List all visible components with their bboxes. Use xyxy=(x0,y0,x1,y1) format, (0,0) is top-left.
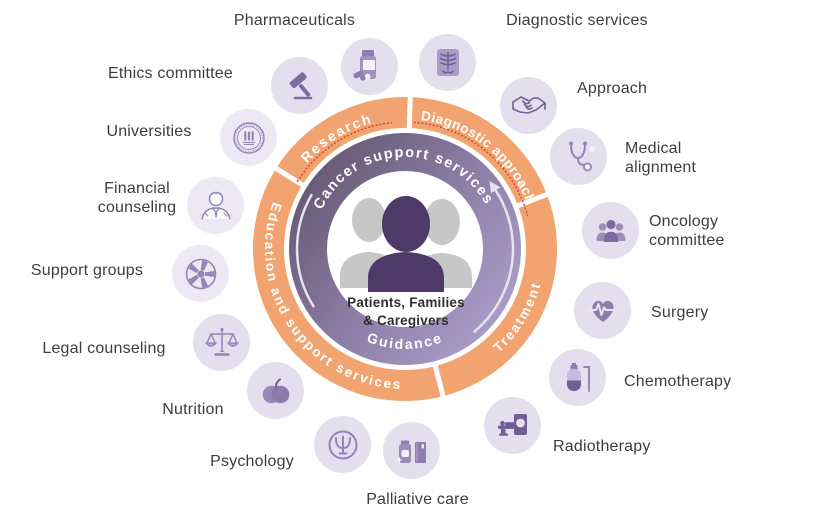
inner-ring-bottom-label: Guidance xyxy=(365,329,445,352)
gavel-icon xyxy=(289,71,312,99)
satellite-nutrition xyxy=(247,362,304,419)
outer-ring xyxy=(253,97,557,401)
satellite-support-groups xyxy=(172,245,229,302)
label-ethics-committee: Ethics committee xyxy=(107,65,233,82)
counterclockwise-arrow-icon xyxy=(489,181,501,194)
center-caption-line2: & Caregivers xyxy=(363,313,449,328)
label-medical-alignment: Medical alignment xyxy=(625,140,697,176)
satellite-financial-counseling xyxy=(187,177,244,234)
label-radiotherapy: Radiotherapy xyxy=(553,438,651,455)
satellite-psychology xyxy=(314,416,371,473)
label-support-groups: Support groups xyxy=(30,262,144,279)
satellite-chemotherapy xyxy=(549,349,606,406)
label-chemotherapy: Chemotherapy xyxy=(624,373,732,390)
label-psychology: Psychology xyxy=(210,453,294,470)
handshake-icon xyxy=(511,95,546,114)
satellite-ethics-committee xyxy=(271,57,328,114)
satellite-legal-counseling xyxy=(193,314,250,371)
patients-silhouette-icon xyxy=(340,196,472,292)
label-nutrition: Nutrition xyxy=(162,401,224,418)
people-group-icon xyxy=(596,219,625,242)
pill-bottle-icon xyxy=(352,49,376,81)
satellite-radiotherapy xyxy=(484,397,541,454)
label-pharmaceuticals: Pharmaceuticals xyxy=(233,12,356,29)
center-caption-line1: Patients, Families xyxy=(347,295,465,310)
label-surgery: Surgery xyxy=(651,304,709,321)
satellite-medical-alignment xyxy=(550,128,607,185)
label-legal-counseling: Legal counseling xyxy=(42,340,166,357)
person-sketch-icon xyxy=(200,191,231,220)
center-caption: Patients, Families & Caregivers xyxy=(325,294,487,330)
apple-icon xyxy=(262,378,289,403)
label-approach: Approach xyxy=(577,80,648,97)
psi-icon xyxy=(328,430,357,459)
stethoscope-icon xyxy=(568,141,595,171)
heart-pulse-icon xyxy=(586,300,619,322)
iv-bottle-icon xyxy=(566,362,590,392)
pill-jar-book-icon xyxy=(396,440,426,463)
label-financial-counseling: Financial counseling xyxy=(97,180,177,216)
segment-dividers xyxy=(271,93,552,401)
misspell-underlines xyxy=(296,121,529,217)
xray-icon xyxy=(436,48,459,76)
satellite-universities xyxy=(220,109,277,166)
inner-ring xyxy=(289,133,521,365)
label-palliative-care: Palliative care xyxy=(366,491,469,508)
label-diagnostic-services: Diagnostic services xyxy=(506,12,648,29)
satellite-surgery xyxy=(574,282,631,339)
mri-machine-icon xyxy=(497,413,527,436)
scales-icon xyxy=(204,327,239,356)
label-oncology-committee: Oncology committee xyxy=(649,213,725,249)
satellite-diagnostic-services xyxy=(419,34,476,91)
hands-wheel-icon xyxy=(185,258,216,289)
satellite-pharmaceuticals xyxy=(341,38,398,95)
satellite-oncology-committee xyxy=(582,202,639,259)
university-seal-icon xyxy=(232,121,265,154)
label-universities: Universities xyxy=(106,123,192,140)
satellite-palliative-care xyxy=(383,422,440,479)
flow-arc xyxy=(295,188,515,333)
satellite-approach xyxy=(500,77,557,134)
